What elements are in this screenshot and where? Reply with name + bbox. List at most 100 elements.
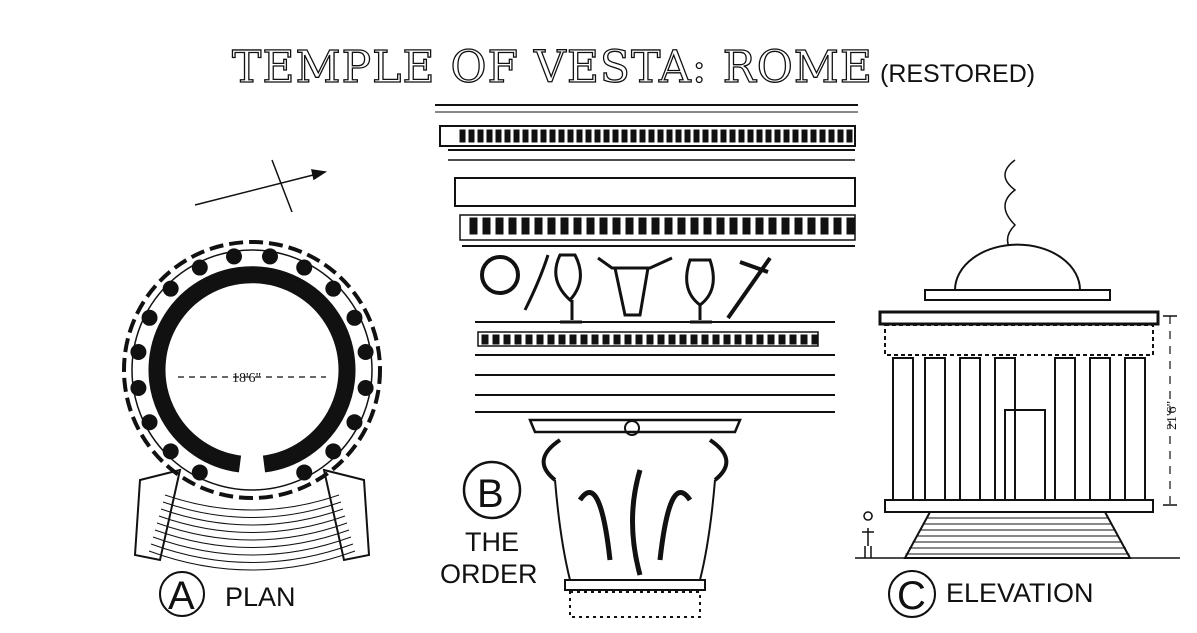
frieze-ornament <box>549 129 556 143</box>
elevation-label: ELEVATION <box>946 578 1094 608</box>
egg-and-dart <box>712 334 720 345</box>
elevation-dimension: 21'6" <box>1165 401 1180 430</box>
frieze-ornament <box>783 129 790 143</box>
plan-stair-step <box>158 515 346 533</box>
dentil <box>690 217 699 235</box>
plan-column <box>162 443 179 460</box>
frieze-ornament <box>639 129 646 143</box>
egg-and-dart <box>811 334 819 345</box>
frieze-ornament <box>513 129 520 143</box>
plan-column <box>130 379 147 396</box>
plan-stair-step <box>156 522 348 541</box>
egg-and-dart <box>635 334 643 345</box>
frieze-ornament <box>828 129 835 143</box>
frieze-ornament <box>459 129 466 143</box>
dentil <box>547 217 556 235</box>
plan-label: PLAN <box>225 582 296 612</box>
title: TEMPLE OF VESTA: ROME <box>232 42 873 93</box>
plan-column <box>141 414 158 431</box>
dentil <box>599 217 608 235</box>
dentil <box>638 217 647 235</box>
dentil <box>625 217 634 235</box>
cella-wall <box>148 266 356 473</box>
egg-and-dart <box>701 334 709 345</box>
plan-column <box>226 248 243 265</box>
egg-and-dart <box>646 334 654 345</box>
plan-column <box>325 280 342 297</box>
frieze-ornament <box>504 129 511 143</box>
frieze-ornament <box>531 129 538 143</box>
elevation-column <box>959 357 981 501</box>
plan-column <box>325 443 342 460</box>
frieze-ornament <box>585 129 592 143</box>
frieze-ornament <box>486 129 493 143</box>
egg-and-dart <box>789 334 797 345</box>
subtitle: (RESTORED) <box>880 60 1035 88</box>
frieze-ornament <box>774 129 781 143</box>
egg-and-dart <box>778 334 786 345</box>
dentil <box>755 217 764 235</box>
dentil <box>573 217 582 235</box>
plan-column <box>346 309 363 326</box>
dentil <box>742 217 751 235</box>
order-label-line2: ORDER <box>440 559 538 589</box>
plan-dimension: 18'6" <box>232 371 261 386</box>
plan-drawing: 18'6" <box>122 240 382 571</box>
egg-and-dart <box>745 334 753 345</box>
egg-and-dart <box>690 334 698 345</box>
frieze-ornament <box>819 129 826 143</box>
elevation-column <box>1124 357 1146 501</box>
egg-and-dart <box>624 334 632 345</box>
elevation-column <box>1089 357 1111 501</box>
egg-and-dart <box>558 334 566 345</box>
frieze-ornament <box>729 129 736 143</box>
plan-stair-step <box>150 543 354 563</box>
egg-and-dart <box>514 334 522 345</box>
plan-column <box>191 464 208 481</box>
frieze-ornament <box>801 129 808 143</box>
frieze-ornament <box>666 129 673 143</box>
frieze-ornament <box>837 129 844 143</box>
egg-and-dart <box>613 334 621 345</box>
egg-and-dart <box>536 334 544 345</box>
egg-and-dart <box>756 334 764 345</box>
dentil <box>820 217 829 235</box>
frieze-ornament <box>711 129 718 143</box>
frieze-ornament <box>792 129 799 143</box>
order-letter: B <box>477 472 504 516</box>
plan-stair-step <box>148 550 356 571</box>
dentil <box>703 217 712 235</box>
plan-stairs <box>148 494 356 571</box>
plan-column <box>296 259 313 276</box>
egg-and-dart <box>580 334 588 345</box>
dentil <box>534 217 543 235</box>
dentil <box>586 217 595 235</box>
plan-column <box>191 259 208 276</box>
egg-and-dart <box>481 334 489 345</box>
elevation-letter: C <box>897 574 926 618</box>
plan-column <box>141 309 158 326</box>
elevation-column <box>1054 357 1076 501</box>
frieze-ornament <box>747 129 754 143</box>
egg-and-dart <box>547 334 555 345</box>
plan-stair-step <box>160 508 344 526</box>
plan-stair-step <box>164 494 340 511</box>
plan-letter-circle <box>159 571 205 617</box>
plan-column <box>162 280 179 297</box>
dentil <box>781 217 790 235</box>
plan-stair-step <box>162 501 342 518</box>
egg-and-dart <box>767 334 775 345</box>
plan-column <box>346 414 363 431</box>
dentil <box>807 217 816 235</box>
elevation-column <box>892 357 914 501</box>
dentil <box>482 217 491 235</box>
frieze-ornament <box>810 129 817 143</box>
egg-and-dart <box>569 334 577 345</box>
dentil <box>846 217 855 235</box>
dentil <box>469 217 478 235</box>
frieze-ornament <box>846 129 853 143</box>
frieze-ornament <box>720 129 727 143</box>
egg-and-dart <box>525 334 533 345</box>
elevation-letter-circle <box>888 570 936 618</box>
plan-column <box>261 248 278 265</box>
